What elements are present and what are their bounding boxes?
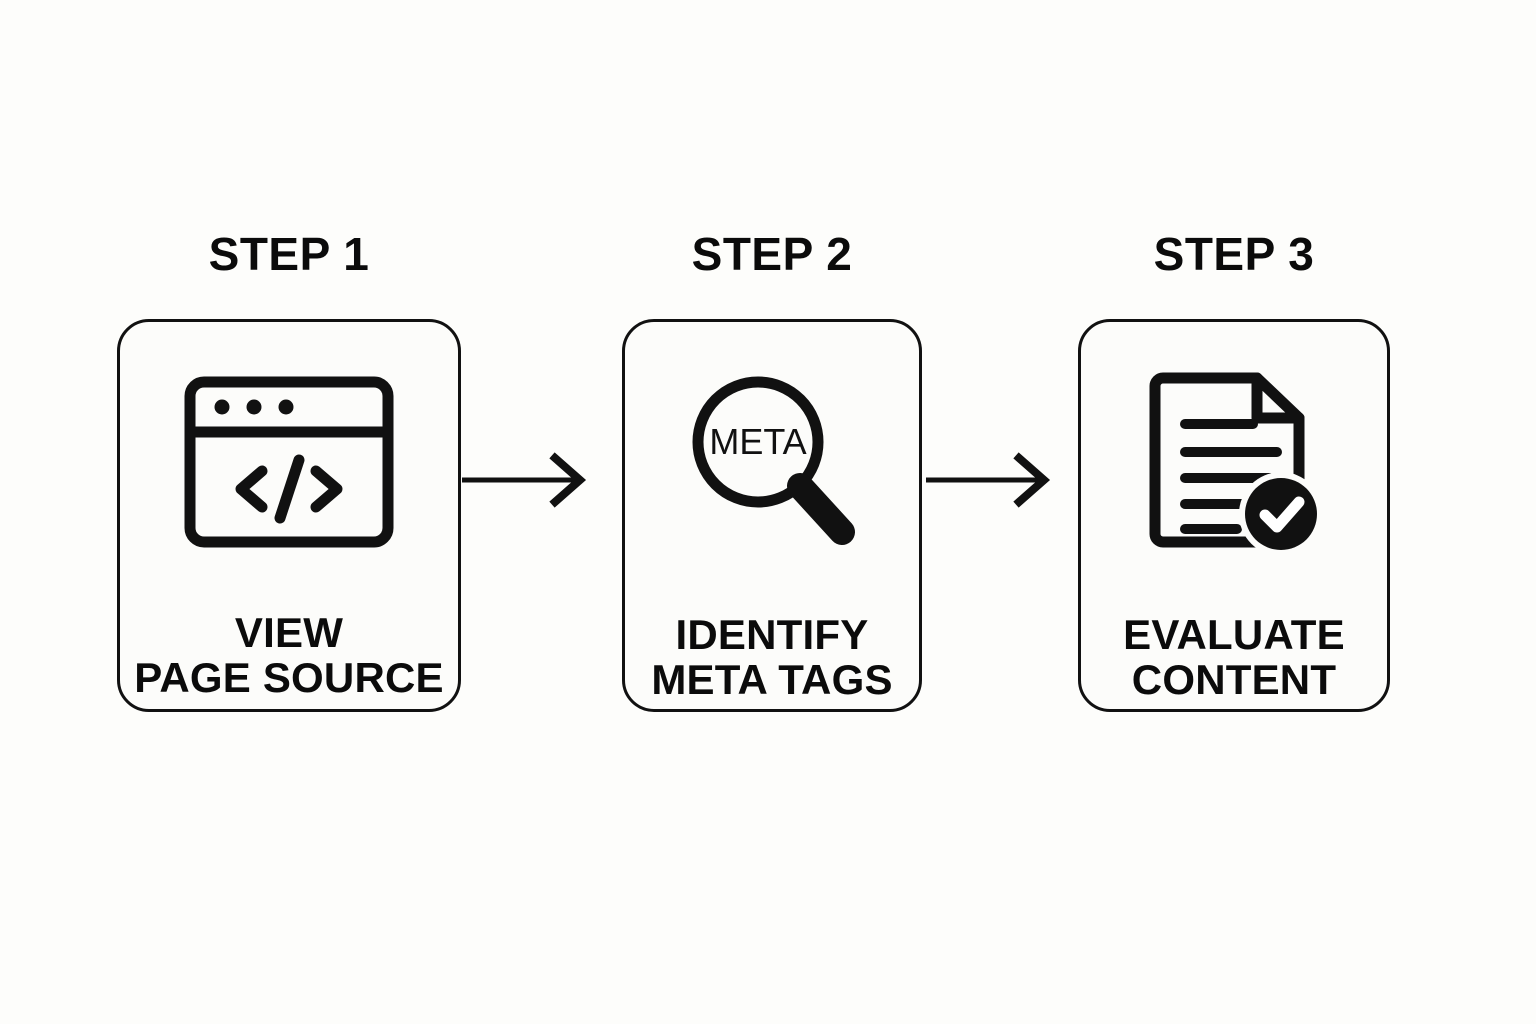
step-3-label-line-2: CONTENT — [1131, 656, 1337, 704]
step-3-label: EVALUATE CONTENT — [1123, 612, 1345, 703]
arrow-step2-to-step3 — [926, 450, 1056, 510]
step-column-2: STEP 2 META IDENTIFY META TAGS — [622, 231, 922, 712]
step-1-card[interactable]: VIEW PAGE SOURCE — [117, 319, 461, 712]
step-1-label-line-1: VIEW — [234, 609, 344, 656]
step-2-label-line-1: IDENTIFY — [675, 611, 869, 658]
step-3-card[interactable]: EVALUATE CONTENT — [1078, 319, 1390, 712]
step-2-card[interactable]: META IDENTIFY META TAGS — [622, 319, 922, 712]
step-2-label-line-2: META TAGS — [651, 656, 893, 704]
step-1-label-line-2: PAGE SOURCE — [134, 654, 444, 702]
step-3-label-line-1: EVALUATE — [1123, 611, 1345, 658]
arrow-step1-to-step2 — [462, 450, 592, 510]
step-1-label: VIEW PAGE SOURCE — [134, 610, 443, 701]
browser-code-window-icon — [184, 376, 394, 548]
magnifying-glass-meta-icon: META — [682, 370, 862, 550]
step-2-heading: STEP 2 — [691, 228, 853, 280]
document-check-icon — [1141, 366, 1327, 556]
step-3-heading: STEP 3 — [1153, 228, 1315, 280]
step-column-1: STEP 1 VIEW PAGE SOURCE — [117, 231, 461, 712]
step-1-heading: STEP 1 — [208, 228, 370, 280]
meta-lens-text: META — [709, 421, 806, 462]
step-column-3: STEP 3 — [1078, 231, 1390, 712]
step-2-label: IDENTIFY META TAGS — [651, 612, 892, 703]
